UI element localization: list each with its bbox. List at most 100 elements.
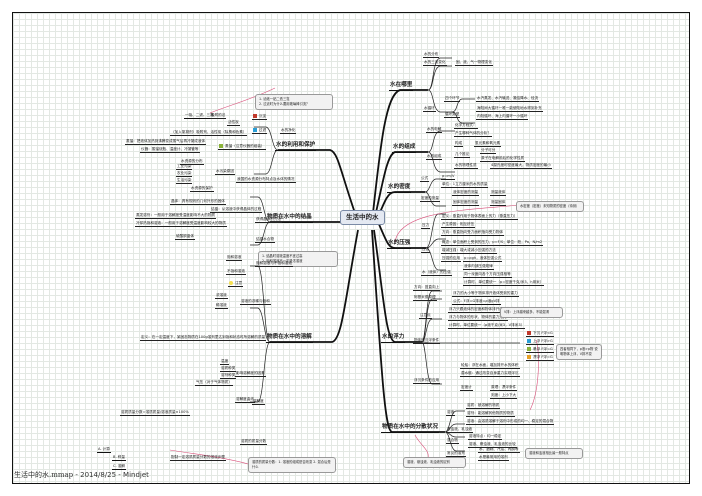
subtopic-detail[interactable]: 浮力的大小等于物体排开液体受到的重力 xyxy=(452,291,519,298)
subtopic-detail[interactable]: 内陆循环、海上内循环一小循环 xyxy=(476,114,529,121)
subtopic[interactable]: 晶体：具有规则的几何外形的固体 xyxy=(170,199,226,206)
subtopic[interactable]: 几个推论 xyxy=(454,152,471,159)
subtopic-detail[interactable]: 刻度：上小下大 xyxy=(490,393,518,400)
subtopic-detail[interactable]: 工业污染 xyxy=(176,164,193,171)
subtopic[interactable]: 液体密度的测量 xyxy=(452,190,480,197)
subtopic[interactable]: 注意点 xyxy=(419,313,432,320)
subtopic-detail[interactable]: 溶质种类 xyxy=(220,366,237,373)
subtopic[interactable]: 水的电解 xyxy=(426,127,443,134)
topic-composition[interactable]: 水的组成 xyxy=(392,144,417,153)
sink-float-state[interactable]: 悬浮 F浮=G xyxy=(526,347,554,354)
formula[interactable]: 公式：F浮=G排液=ρ液gV排 xyxy=(452,299,501,306)
subtopic-detail[interactable]: 水、酒精、汽油、丙酮等 xyxy=(478,447,520,454)
subtopic[interactable]: 沉淀 xyxy=(252,114,268,121)
subtopic-detail[interactable]: 硫酸铜晶体 xyxy=(175,234,195,241)
step[interactable]: A. 计算 xyxy=(97,447,111,454)
subtopic-detail[interactable]: 产生哪种气体的分析？ xyxy=(454,131,492,138)
subtopic-detail[interactable]: 液体内部压强规律 xyxy=(463,264,494,271)
subtopic[interactable]: 不饱和溶液 xyxy=(226,269,246,276)
subtopic-detail[interactable]: 轮船：浮在水面，增加排开水的体积 xyxy=(460,363,520,370)
subtopic-detail[interactable]: 冷却热饱和溶液：一般用于溶解度受温度影响较大的物质 xyxy=(135,221,227,228)
subtopic[interactable]: 密度计 xyxy=(460,385,473,392)
subtopic-detail[interactable]: 压强的应用 xyxy=(441,256,461,263)
subtopic-detail[interactable]: 水汽蒸发、水汽输送、凝结降水、径流 xyxy=(476,96,540,103)
subtopic[interactable]: 构成 xyxy=(454,141,464,148)
sink-float-state[interactable]: 下沉 F浮<G xyxy=(526,331,554,338)
subtopic[interactable]: 水的净化 xyxy=(280,128,297,135)
subtopic[interactable]: 水的组成 xyxy=(426,154,443,161)
subtopic-detail[interactable]: 计算时，单位要统一（p=密度千克/米3，h用米） xyxy=(463,280,545,287)
subtopic[interactable]: 结晶水合物 xyxy=(255,237,275,244)
subtopic[interactable]: 饱和溶液与不饱和溶液 xyxy=(255,261,293,268)
subtopic-detail[interactable]: 产生原因：相互挤压 xyxy=(441,222,476,229)
subtopic[interactable]: 公式 xyxy=(420,176,430,183)
floating-note[interactable]: 1. 滤纸一贴二低三靠 2. 过滤时为什么要用玻璃棒引流？ xyxy=(255,94,333,110)
subtopic-detail[interactable]: 计算时，单位要统一（ρ液千克/米3，V排米3） xyxy=(448,323,526,330)
subtopic[interactable]: 水循环 xyxy=(423,106,436,113)
subtopic[interactable]: 结晶：从溶液中获得晶体的过程 xyxy=(210,207,263,214)
subtopic[interactable]: 我国的水资源分布特点及水体的情况 xyxy=(236,177,296,184)
step[interactable]: B. 称量 xyxy=(112,455,126,462)
subtopic-detail[interactable]: 水是最常用的溶剂 xyxy=(478,455,509,462)
subtopic[interactable]: 饱和溶液 xyxy=(226,255,243,262)
subtopic-detail[interactable]: 同一深度向各个方向压强相等 xyxy=(463,272,512,279)
subtopic-detail[interactable]: 增减压强：增大或减小压强的方法 xyxy=(441,248,497,255)
topic-separation[interactable]: 物质在水中的分散状况 xyxy=(381,424,439,433)
topic-buoyancy[interactable]: 水的浮力 xyxy=(381,334,406,343)
subtopic[interactable]: 循环类型 xyxy=(444,112,461,119)
subtopic-detail[interactable]: 溶液：由溶质溶解于溶剂中形成的均一、稳定的混合物 xyxy=(466,419,555,426)
subtopic[interactable]: 固体密度的测量 xyxy=(452,200,480,207)
subtopic[interactable]: 配制一定溶质质量分数的溶液步骤 xyxy=(170,455,226,462)
subtopic-detail[interactable]: 氢元素和氧元素 xyxy=(474,141,502,148)
subtopic[interactable]: 四个环节 xyxy=(444,96,461,103)
subtopic-detail[interactable]: 蒸馏：把液体加热到沸腾变成蒸气后再冷凝成液体 xyxy=(125,139,207,146)
subtopic-detail[interactable]: 化学方程式： xyxy=(454,123,478,130)
subtopic[interactable]: 溶液 xyxy=(446,410,456,417)
subtopic[interactable]: 水的三态变化 xyxy=(423,60,447,67)
topic-dissolution[interactable]: 物质在水中的结晶 xyxy=(266,214,313,223)
subtopic-detail[interactable]: 浓溶液 xyxy=(215,293,228,300)
subtopic[interactable]: 过滤 xyxy=(252,128,268,135)
subtopic[interactable]: 水的分布 xyxy=(423,52,440,59)
subtopic-detail[interactable]: 定义：垂直作用于物体表面上的力（垂直压力） xyxy=(441,214,519,221)
subtopic-detail[interactable]: 溶液、悬浊液、乳浊液的比较 xyxy=(468,442,517,449)
step[interactable]: C. 溶解 xyxy=(112,464,126,471)
subtopic-detail[interactable]: 测量固体 xyxy=(490,200,507,207)
subtopic-detail[interactable]: 定义：在一定温度下，某固态物质在100g溶剂里达到饱和状态时所溶解的质量 xyxy=(140,335,267,342)
sink-float-state[interactable]: 漂浮 F浮=G xyxy=(526,355,554,362)
subtopic[interactable]: 溶质的质量分数 xyxy=(240,439,268,446)
subtopic[interactable]: 水的物理性质 xyxy=(454,163,478,170)
subtopic-detail[interactable]: 潜水艇：通过改变自身重力实现浮沉 xyxy=(460,371,520,378)
subtopic[interactable]: 混合物 xyxy=(446,438,459,445)
subtopic[interactable]: 悬浊液、乳浊液 xyxy=(446,427,474,434)
subtopic[interactable]: 水（液体）的压强 xyxy=(421,270,452,277)
topic-utilization[interactable]: 水的利用和保护 xyxy=(275,142,317,151)
subtopic-detail[interactable]: 原子在电解前后的化学性质 xyxy=(480,156,526,163)
subtopic[interactable]: 影响溶解度的因素 xyxy=(235,371,266,378)
subtopic[interactable]: 密度的测量 xyxy=(420,196,440,203)
subtopic-detail[interactable]: 4摄氏度时密度最大，物质密度的最小 xyxy=(490,163,552,170)
floating-note[interactable]: 溶液和浊液相比最一般特点 xyxy=(525,448,583,459)
topic-pressure[interactable]: 水的压强 xyxy=(387,240,412,249)
subtopic[interactable]: 注意 xyxy=(228,281,244,288)
subtopic[interactable]: 获得晶体的方法 xyxy=(255,217,283,224)
subtopic[interactable]: 水资源的保护 xyxy=(190,186,214,193)
subtopic-detail[interactable]: 溶剂：能溶解其他物质的物质 xyxy=(466,411,515,418)
subtopic[interactable]: 阿基米德原理 xyxy=(413,295,437,302)
floating-note[interactable]: V排：上浮越来越多，不能混淆 xyxy=(500,307,563,318)
subtopic-detail[interactable]: p=ρgh，液体压强公式 xyxy=(463,256,503,263)
subtopic-detail[interactable]: 方向：垂直指向受力面积指向受力物体 xyxy=(441,230,505,237)
subtopic-detail[interactable]: 分子可分 xyxy=(480,148,497,155)
subtopic-detail[interactable]: 单位：1立方厘米的水的质量 xyxy=(441,182,489,189)
subtopic-detail[interactable]: 海陆间大循环一唯一能使陆地水得到补充 xyxy=(476,106,543,113)
central-topic[interactable]: 生活中的水 xyxy=(340,210,385,225)
subtopic-detail[interactable]: 固、液、气一物理变化 xyxy=(455,60,493,67)
subtopic-detail[interactable]: 浮力只跟液体的密度和物体排开液体的体积有关 xyxy=(448,307,526,314)
subtopic-detail[interactable]: 吸附的法 xyxy=(210,113,227,120)
subtopic-detail[interactable]: 仪器：蒸馏烧瓶、温度计、冷凝管等 xyxy=(140,147,200,154)
subtopic[interactable]: 物体的沉浮条件 xyxy=(413,338,441,345)
subtopic[interactable]: 常见的溶剂 xyxy=(446,451,466,458)
subtopic-detail[interactable]: 原理：漂浮条件 xyxy=(490,385,518,392)
subtopic-detail[interactable]: 溶剂种类 xyxy=(220,373,237,380)
topic-existence[interactable]: 水在哪里 xyxy=(389,82,414,91)
